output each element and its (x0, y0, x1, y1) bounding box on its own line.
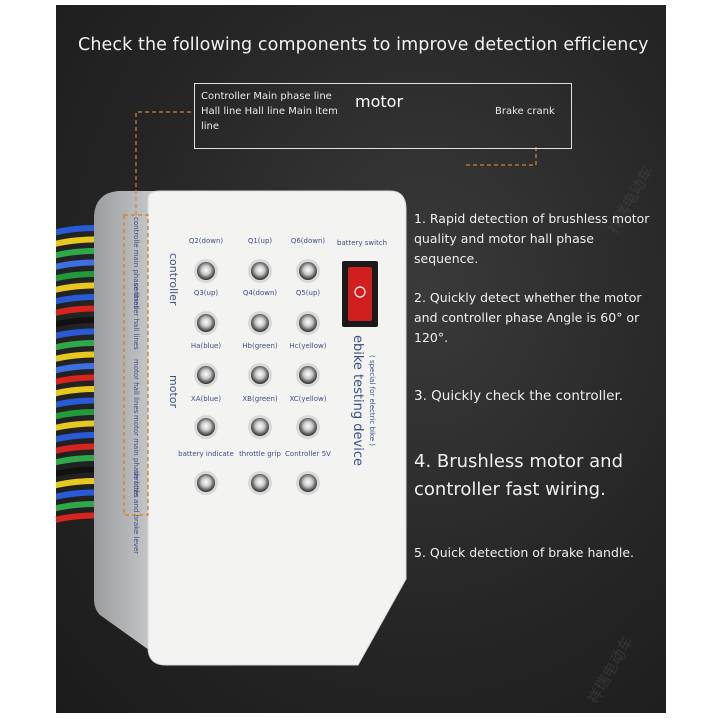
led-label: Hb(green) (242, 342, 278, 350)
led-label: throttle grip (239, 450, 281, 458)
led-label: Hc(yellow) (290, 342, 327, 350)
led-indicator (251, 418, 269, 436)
feature-2: 2. Quickly detect whether the motor and … (414, 290, 642, 345)
callout-connector-right (466, 147, 537, 166)
strip-label: motor main phase lines (132, 415, 140, 498)
power-icon (354, 286, 366, 298)
led-label: Q4(down) (243, 289, 278, 297)
strip-label: controlle main phase lines (132, 217, 140, 309)
led-label: Controller 5V (285, 450, 331, 458)
led-indicator (299, 418, 317, 436)
led-indicator (299, 262, 317, 280)
strip-highlight (123, 214, 149, 516)
led-grid: Q2(down) Q1(up) Q6(down) Q3(up) Q4(down) Q5(u… (178, 237, 331, 495)
led-label: XB(green) (242, 395, 278, 403)
led-label: battery indicate (178, 450, 234, 458)
led-label: XA(blue) (191, 395, 221, 403)
led-indicator (197, 262, 215, 280)
side-label-controller: controller (167, 253, 180, 306)
led-label: Ha(blue) (191, 342, 221, 350)
led-indicator (197, 474, 215, 492)
callout-brake: Brake crank (495, 106, 555, 117)
strip-label: throttle and brake lever (132, 471, 140, 554)
watermark-bottom: 祥瑞电动车 (584, 633, 637, 707)
battery-switch-label: battery switch (337, 239, 387, 247)
led-indicator (299, 474, 317, 492)
led-indicator (197, 314, 215, 332)
led-indicator (197, 418, 215, 436)
led-label: Q5(up) (296, 289, 321, 297)
strip-label: controller hall lines (132, 283, 140, 350)
led-label: Q6(down) (291, 237, 326, 245)
led-indicator (251, 314, 269, 332)
led-indicator (251, 474, 269, 492)
feature-1: 1. Rapid detection of brushless motor qu… (414, 211, 650, 266)
led-label: XC(yellow) (290, 395, 327, 403)
feature-3: 3. Quickly check the controller. (414, 388, 624, 404)
headline: Check the following components to improv… (78, 35, 649, 55)
led-indicator (251, 262, 269, 280)
callout-box: Controller Main phase line Hall line Hal… (194, 83, 572, 149)
device-side (94, 191, 156, 655)
callout-connector-left (135, 111, 194, 215)
device-face (147, 190, 407, 666)
feature-5: 5. Quick detection of brake handle. (414, 545, 635, 560)
led-indicator (251, 366, 269, 384)
device-subtitle: ( special for electric bike ) (368, 355, 376, 446)
product-photo-panel: Check the following components to improv… (56, 5, 666, 713)
led-indicator (197, 366, 215, 384)
feature-4: 4. Brushless motor and controller fast w… (414, 451, 623, 500)
led-label: Q2(down) (189, 237, 224, 245)
strip-label: motor hall lines (132, 359, 140, 414)
battery-switch[interactable] (348, 267, 372, 321)
led-indicator (299, 314, 317, 332)
led-label: Q1(up) (248, 237, 273, 245)
led-label: Q3(up) (194, 289, 219, 297)
callout-motor: motor (355, 92, 404, 111)
led-indicator (299, 366, 317, 384)
callout-controller-lines: Controller Main phase line Hall line Hal… (201, 91, 338, 132)
device-title: ebike testing device (350, 335, 365, 466)
side-label-motor: motor (167, 375, 180, 408)
